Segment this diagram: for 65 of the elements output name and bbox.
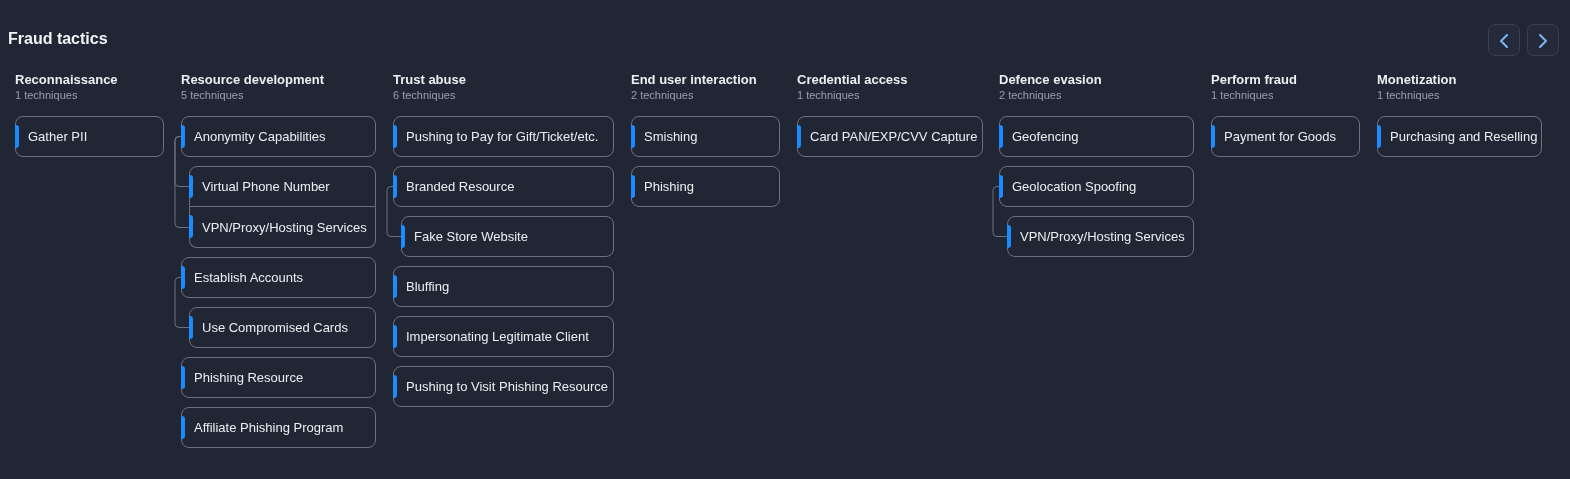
technique-count: 6 techniques <box>393 89 456 102</box>
technique-name: Use Compromised Cards <box>202 320 348 335</box>
technique-name: Branded Resource <box>406 179 515 194</box>
technique-name: Geofencing <box>1012 129 1079 144</box>
column-heading: End user interaction <box>631 72 757 87</box>
technique-name: Fake Store Website <box>414 229 528 244</box>
technique-card <box>189 307 376 348</box>
connector-line <box>386 186 402 237</box>
technique-card <box>393 266 614 307</box>
column-heading: Monetization <box>1377 72 1457 87</box>
column-heading: Resource development <box>181 72 325 87</box>
technique-name: Establish Accounts <box>194 270 304 285</box>
technique-name: Anonymity Capabilities <box>194 129 326 144</box>
technique-card <box>189 166 376 207</box>
technique-count: 5 techniques <box>181 89 244 102</box>
technique-card <box>393 366 614 407</box>
column-heading: Trust abuse <box>393 72 466 87</box>
technique-name: Card PAN/EXP/CVV Capture <box>810 129 978 144</box>
technique-count: 1 techniques <box>1211 89 1274 102</box>
technique-card <box>181 407 376 448</box>
technique-card <box>1377 116 1542 157</box>
technique-name: VPN/Proxy/Hosting Services <box>202 220 367 235</box>
technique-name: Phishing Resource <box>194 370 304 385</box>
technique-card <box>15 116 164 157</box>
technique-count: 2 techniques <box>631 89 694 102</box>
connector-line <box>992 186 1008 237</box>
technique-name: Geolocation Spoofing <box>1012 179 1137 194</box>
technique-count: 1 techniques <box>15 89 78 102</box>
column-heading: Credential access <box>797 72 908 87</box>
technique-card <box>181 257 376 298</box>
technique-card <box>999 116 1194 157</box>
column-heading: Defence evasion <box>999 72 1102 87</box>
technique-name: Pushing to Pay for Gift/Ticket/etc. <box>406 129 599 144</box>
technique-name: Affiliate Phishing Program <box>194 420 344 435</box>
technique-card <box>631 116 780 157</box>
technique-name: Phishing <box>644 179 694 194</box>
technique-card <box>181 357 376 398</box>
technique-card <box>797 116 983 157</box>
technique-name: Gather PII <box>28 129 88 144</box>
column-heading: Reconnaissance <box>15 72 118 87</box>
technique-card <box>393 316 614 357</box>
technique-name: Virtual Phone Number <box>202 179 330 194</box>
technique-card <box>631 166 780 207</box>
technique-card <box>1007 216 1194 257</box>
technique-count: 1 techniques <box>1377 89 1440 102</box>
connector-line <box>174 277 190 328</box>
technique-card <box>181 116 376 157</box>
technique-card <box>393 166 614 207</box>
page-title: Fraud tactics <box>8 29 108 49</box>
technique-name: Pushing to Visit Phishing Resource <box>406 379 609 394</box>
technique-card <box>999 166 1194 207</box>
technique-name: VPN/Proxy/Hosting Services <box>1020 229 1185 244</box>
technique-count: 2 techniques <box>999 89 1062 102</box>
technique-card <box>401 216 614 257</box>
technique-name: Impersonating Legitimate Client <box>406 329 589 344</box>
technique-name: Purchasing and Reselling <box>1390 129 1538 144</box>
technique-card <box>1211 116 1360 157</box>
connector-line <box>174 136 190 228</box>
technique-card <box>393 116 614 157</box>
technique-name: Bluffing <box>406 279 450 294</box>
technique-card <box>189 207 376 248</box>
technique-count: 1 techniques <box>797 89 860 102</box>
technique-name: Payment for Goods <box>1224 129 1336 144</box>
technique-name: Smishing <box>644 129 698 144</box>
column-heading: Perform fraud <box>1211 72 1297 87</box>
